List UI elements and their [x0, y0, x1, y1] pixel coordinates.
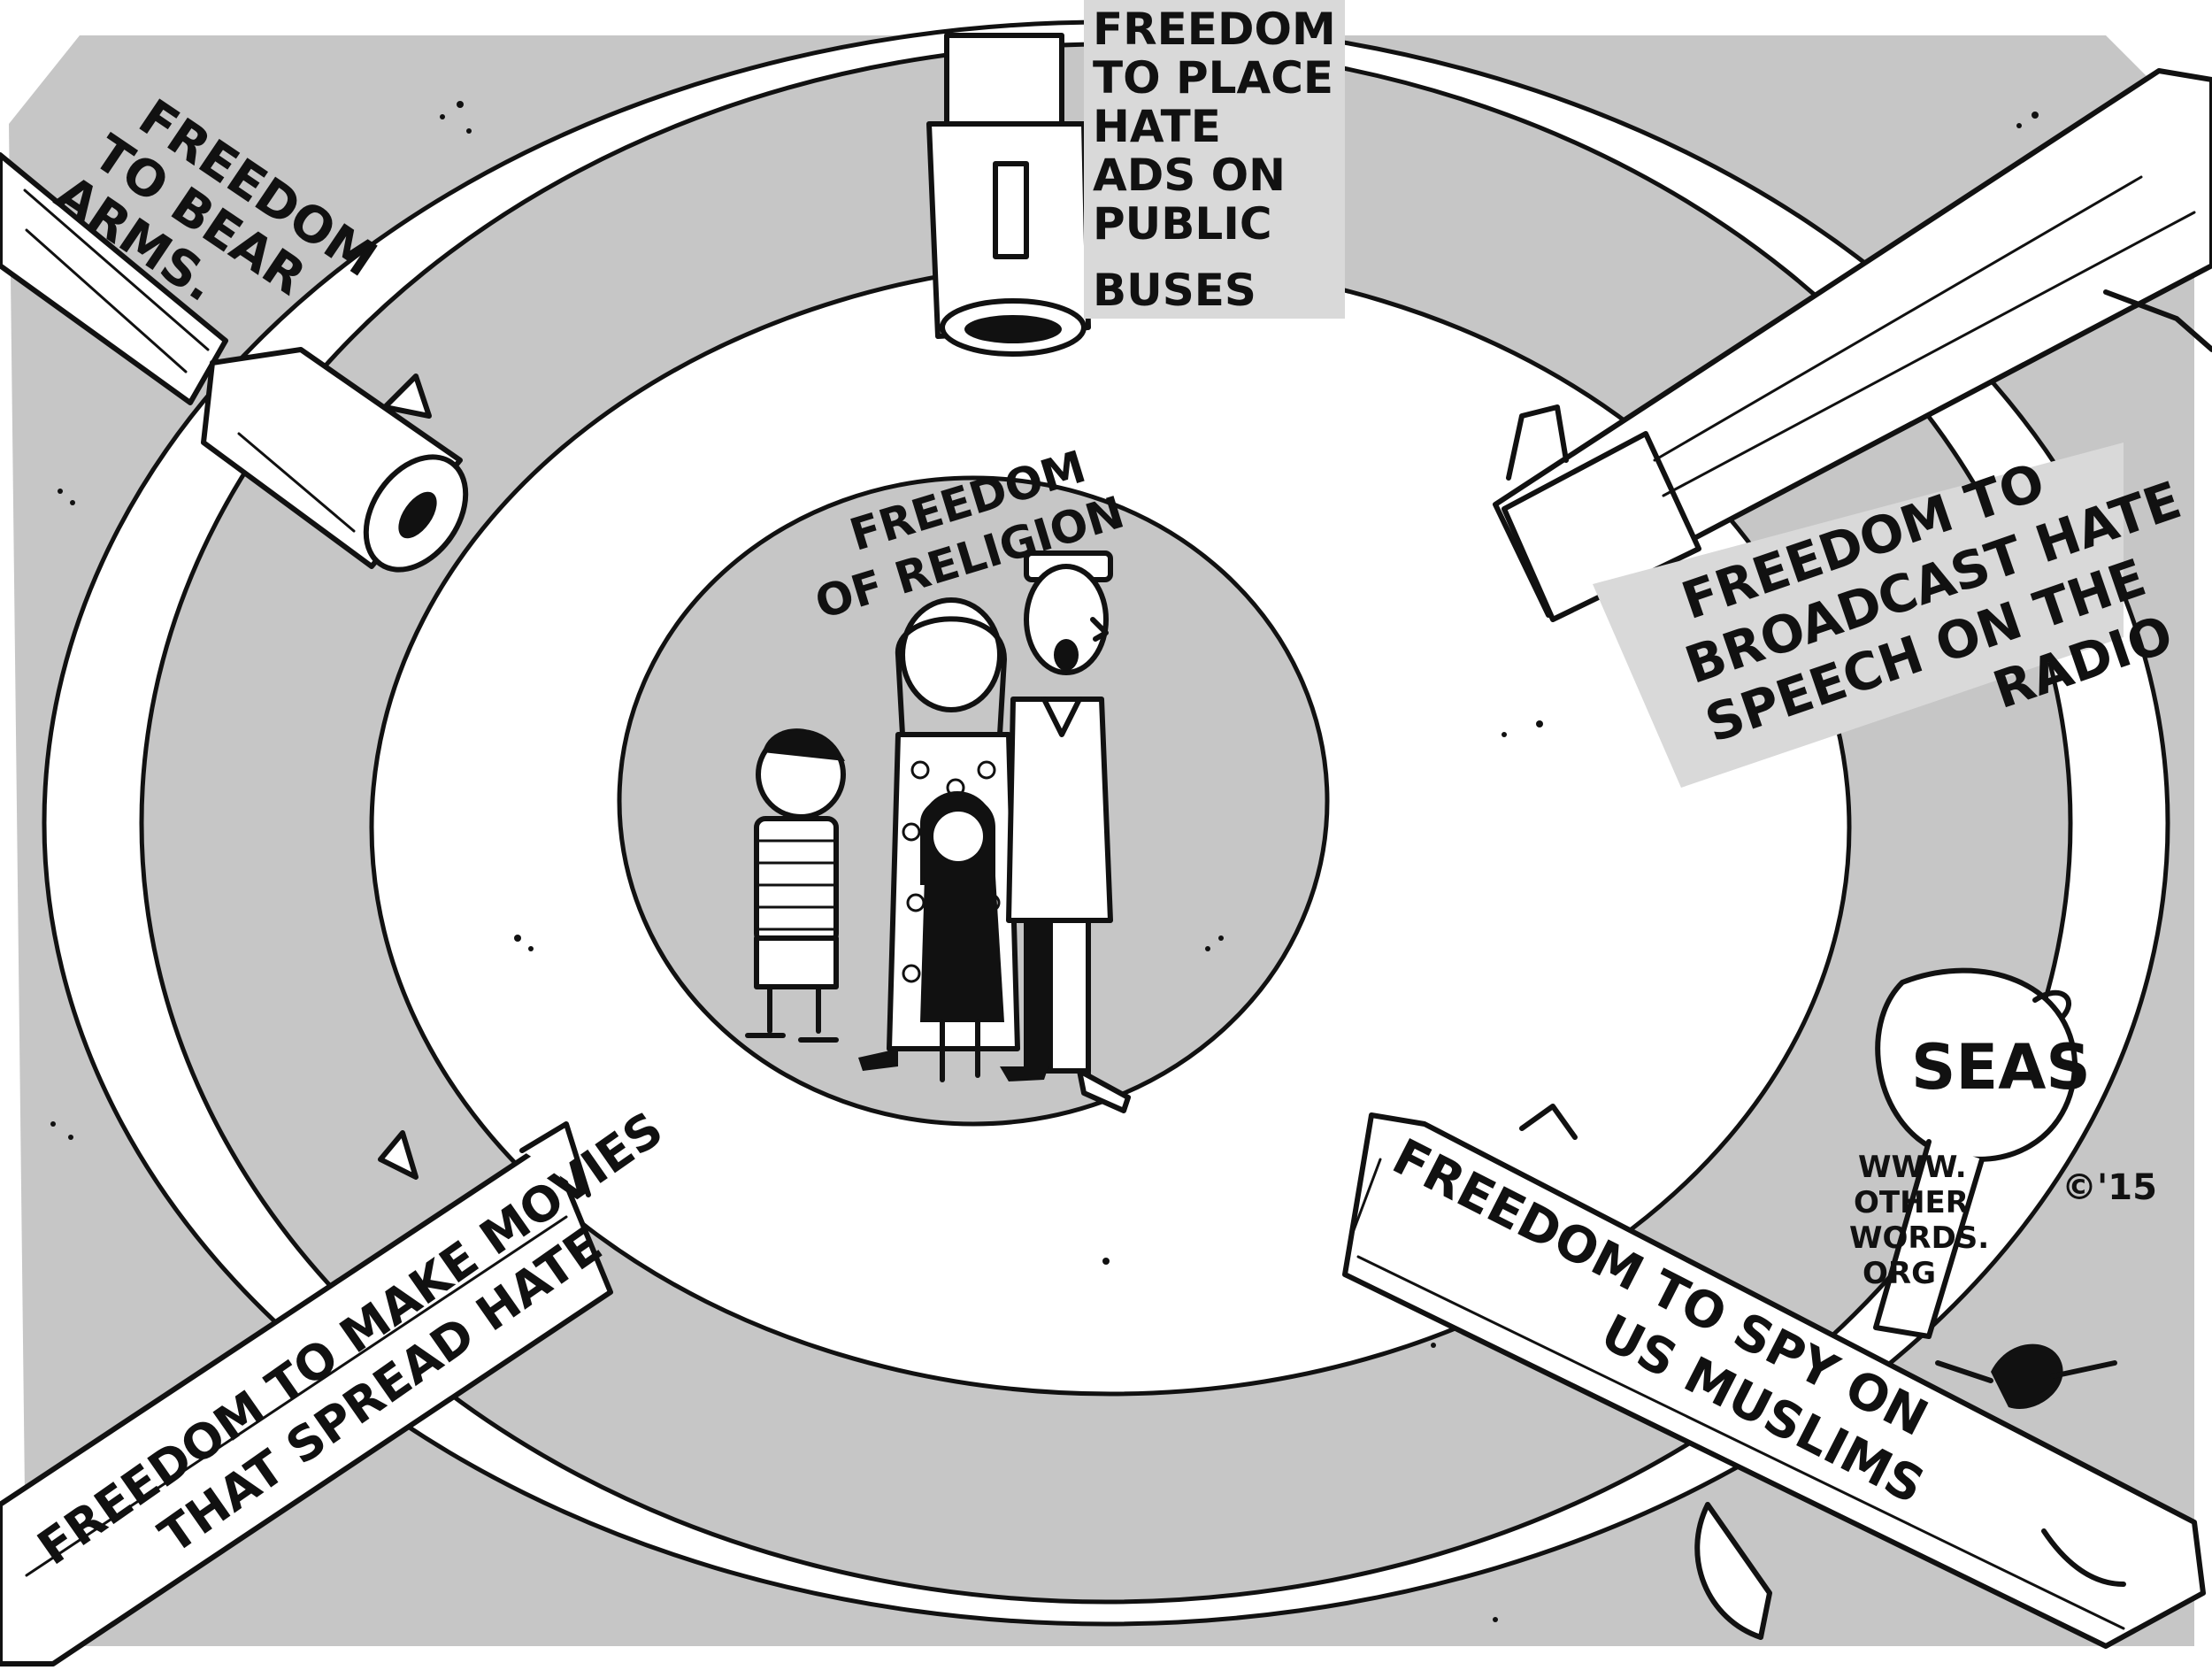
signature-name: SEAS	[1911, 1031, 2091, 1104]
signature-website-line-4: ORG	[1863, 1256, 1936, 1291]
family-group	[745, 550, 1131, 1113]
label-hate-ads: FREEDOM TO PLACE HATE ADS ON PUBLIC BUSE…	[1084, 0, 1345, 319]
pistol-bottom-right	[1342, 1104, 2206, 1649]
label-hate-ads-line-6: BUSES	[1093, 265, 1256, 316]
father-figure	[1000, 550, 1131, 1113]
signature: SEAS ©'15 WWW. OTHER WORDS. ORG	[1849, 1031, 2157, 1291]
cartoonist-caricature	[1873, 967, 2117, 1409]
gun-barrel-bottom-left	[0, 1121, 613, 1666]
signature-website-line-3: WORDS.	[1849, 1220, 1989, 1256]
label-hate-ads-line-1: FREEDOM	[1093, 4, 1336, 55]
label-hate-ads-line-3: HATE	[1093, 101, 1221, 152]
label-hate-ads-line-4: ADS ON	[1093, 150, 1286, 201]
gun-barrel-top-center	[926, 33, 1091, 357]
gun-barrel-top-left	[0, 152, 469, 573]
label-hate-ads-line-2: TO PLACE	[1093, 52, 1333, 104]
signature-website-line-1: WWW.	[1858, 1150, 1967, 1185]
girl-figure	[920, 791, 1004, 1082]
signature-copyright: ©'15	[2062, 1167, 2157, 1208]
gun-barrel-top-right	[1493, 68, 2212, 622]
label-hate-ads-line-5: PUBLIC	[1093, 198, 1272, 250]
signature-website-line-2: OTHER	[1854, 1185, 1969, 1220]
boy-figure	[745, 728, 846, 1043]
